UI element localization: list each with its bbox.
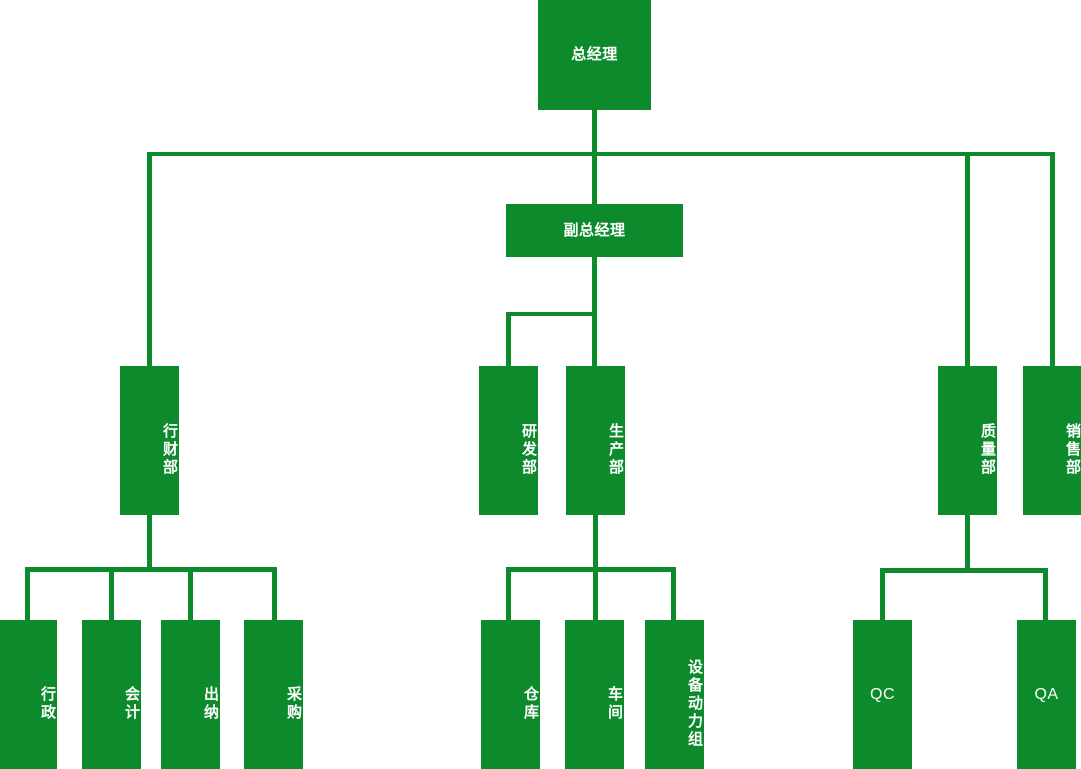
connector-production-trunk (593, 515, 598, 571)
connector-production-bus (507, 567, 675, 572)
node-warehouse-label: 仓库 (522, 685, 539, 722)
connector-drop-quality (965, 152, 970, 366)
connector-quality-trunk (965, 515, 970, 571)
node-purchasing[interactable]: 采购 (244, 620, 303, 769)
node-warehouse[interactable]: 仓库 (481, 620, 540, 769)
connector-drop-workshop (593, 567, 598, 620)
node-administration[interactable]: 行政 (0, 620, 57, 769)
connector-main-bus (148, 152, 1052, 156)
node-deputy-general-manager-label: 副总经理 (563, 221, 626, 239)
connector-drop-purchasing (272, 567, 277, 620)
node-general-manager[interactable]: 总经理 (538, 0, 651, 110)
connector-deputy-branch-bar (506, 312, 596, 316)
connector-drop-accounting (109, 567, 114, 620)
node-workshop-label: 车间 (606, 685, 623, 722)
node-qc[interactable]: QC (853, 620, 912, 769)
node-accounting[interactable]: 会计 (82, 620, 141, 769)
connector-drop-qc (880, 568, 885, 620)
connector-drop-administration (25, 567, 30, 620)
node-rd-dept[interactable]: 研发部 (479, 366, 538, 515)
node-cashier-label: 出纳 (202, 685, 219, 722)
node-general-manager-label: 总经理 (571, 46, 618, 64)
node-sales-dept-label: 销售部 (1064, 422, 1081, 477)
connector-bus-to-deputy (592, 156, 597, 204)
connector-gm-trunk (592, 110, 597, 156)
node-quality-dept[interactable]: 质量部 (938, 366, 997, 515)
node-quality-dept-label: 质量部 (979, 422, 996, 477)
node-admin-finance-dept[interactable]: 行财部 (120, 366, 179, 515)
node-cashier[interactable]: 出纳 (161, 620, 220, 769)
node-workshop[interactable]: 车间 (565, 620, 624, 769)
node-administration-label: 行政 (39, 685, 56, 722)
connector-drop-cashier (188, 567, 193, 620)
connector-drop-qa (1043, 568, 1048, 620)
connector-drop-sales (1050, 152, 1055, 366)
connector-deputy-trunk (592, 257, 597, 366)
node-deputy-general-manager[interactable]: 副总经理 (506, 204, 683, 257)
node-qc-label: QC (870, 685, 895, 703)
connector-drop-admin-finance (147, 152, 152, 366)
connector-admin-finance-bus (27, 567, 277, 572)
node-admin-finance-dept-label: 行财部 (161, 422, 178, 477)
node-qa-label: QA (1034, 685, 1059, 703)
connector-drop-rd (506, 312, 511, 366)
connector-drop-equipment-power (671, 567, 676, 620)
connector-quality-bus (881, 568, 1048, 573)
connector-drop-warehouse (506, 567, 511, 620)
node-qa[interactable]: QA (1017, 620, 1076, 769)
node-rd-dept-label: 研发部 (520, 422, 537, 477)
node-sales-dept[interactable]: 销售部 (1023, 366, 1081, 515)
node-accounting-label: 会计 (123, 685, 140, 722)
node-equipment-power-group[interactable]: 设备动力组 (645, 620, 704, 769)
connector-admin-finance-trunk (147, 515, 152, 571)
node-purchasing-label: 采购 (285, 685, 302, 722)
node-equipment-power-group-label: 设备动力组 (686, 658, 703, 749)
node-production-dept-label: 生产部 (607, 422, 624, 477)
node-production-dept[interactable]: 生产部 (566, 366, 625, 515)
